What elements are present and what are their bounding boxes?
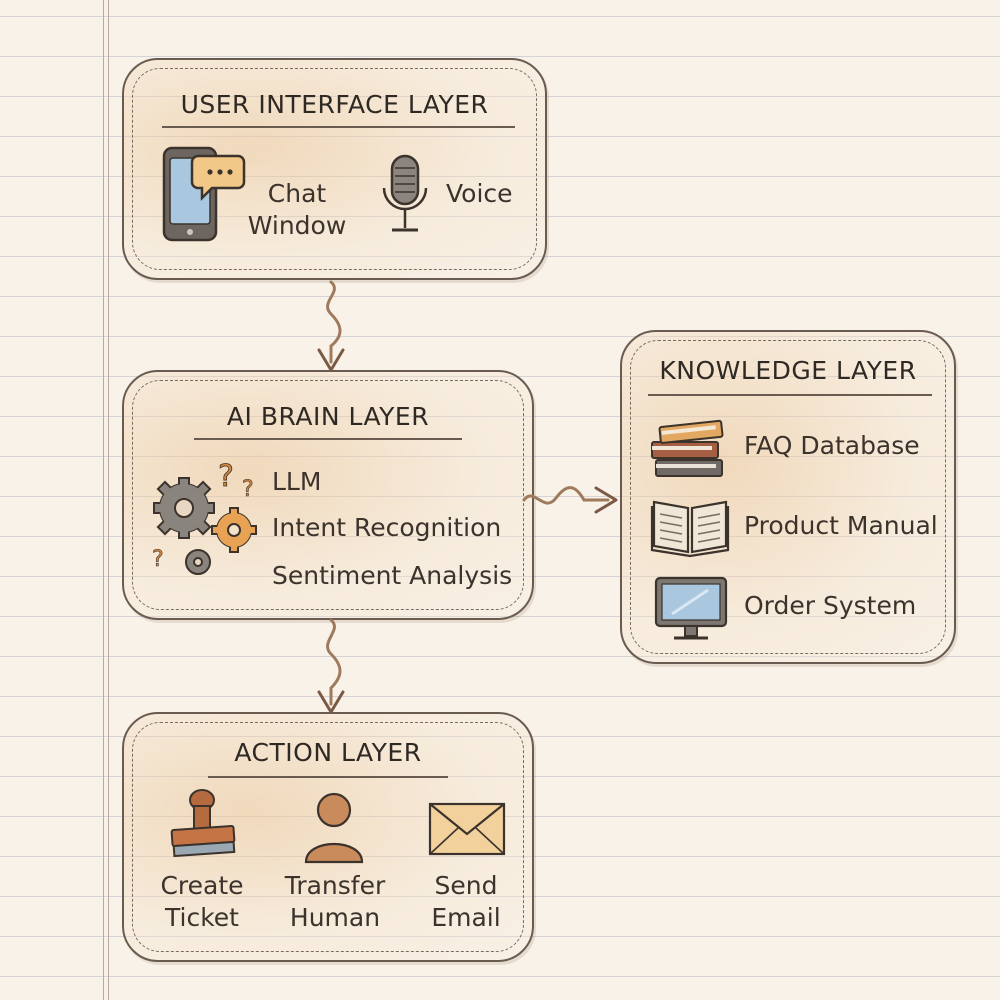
action-item-send-email-label: Send Email	[431, 871, 501, 932]
arrow-brain-to-knowledge	[522, 486, 618, 514]
arrow-ui-to-brain	[317, 280, 345, 372]
brain-item-llm: LLM	[272, 467, 322, 496]
brain-item-sentiment-analysis: Sentiment Analysis	[272, 561, 513, 590]
action-item-transfer-human-label: Transfer Human	[284, 871, 386, 932]
title-underline	[208, 776, 448, 778]
user-interface-layer: USER INTERFACE LAYER Chat Window Voice	[122, 58, 547, 280]
layer-title: AI BRAIN LAYER	[226, 402, 430, 431]
person-icon	[304, 792, 364, 864]
ui-item-chat-window-label: Chat Window	[247, 179, 347, 240]
title-underline	[194, 438, 462, 440]
open-book-icon	[650, 500, 730, 558]
microphone-icon	[382, 154, 428, 232]
stamp-icon	[170, 789, 236, 858]
action-layer: ACTION LAYER Create Ticket Transfer Huma…	[122, 712, 534, 962]
knowledge-item-order-system: Order System	[744, 591, 917, 620]
brain-item-intent-recognition: Intent Recognition	[272, 513, 502, 542]
gears-question-icon: ? ? ?	[152, 459, 257, 575]
title-underline	[162, 126, 515, 128]
layer-title: ACTION LAYER	[234, 738, 422, 767]
books-stack-icon	[651, 419, 724, 477]
notebook-margin-line	[103, 0, 109, 1000]
arrow-brain-to-action	[317, 618, 345, 714]
layer-title: KNOWLEDGE LAYER	[659, 356, 917, 385]
phone-chat-icon	[162, 146, 246, 242]
action-item-create-ticket-label: Create Ticket	[160, 871, 244, 932]
ui-item-voice-label: Voice	[446, 179, 513, 208]
svg-text:?: ?	[152, 547, 164, 572]
envelope-icon	[428, 802, 506, 856]
knowledge-layer: KNOWLEDGE LAYER FAQ Database Product Man…	[620, 330, 956, 664]
layer-title: USER INTERFACE LAYER	[180, 90, 489, 119]
knowledge-item-product-manual: Product Manual	[744, 511, 938, 540]
ai-brain-layer: AI BRAIN LAYER	[122, 370, 534, 620]
knowledge-item-faq-database: FAQ Database	[744, 431, 920, 460]
monitor-icon	[654, 576, 728, 640]
title-underline	[648, 394, 932, 396]
svg-text:?: ?	[218, 459, 234, 494]
svg-text:?: ?	[242, 477, 254, 502]
